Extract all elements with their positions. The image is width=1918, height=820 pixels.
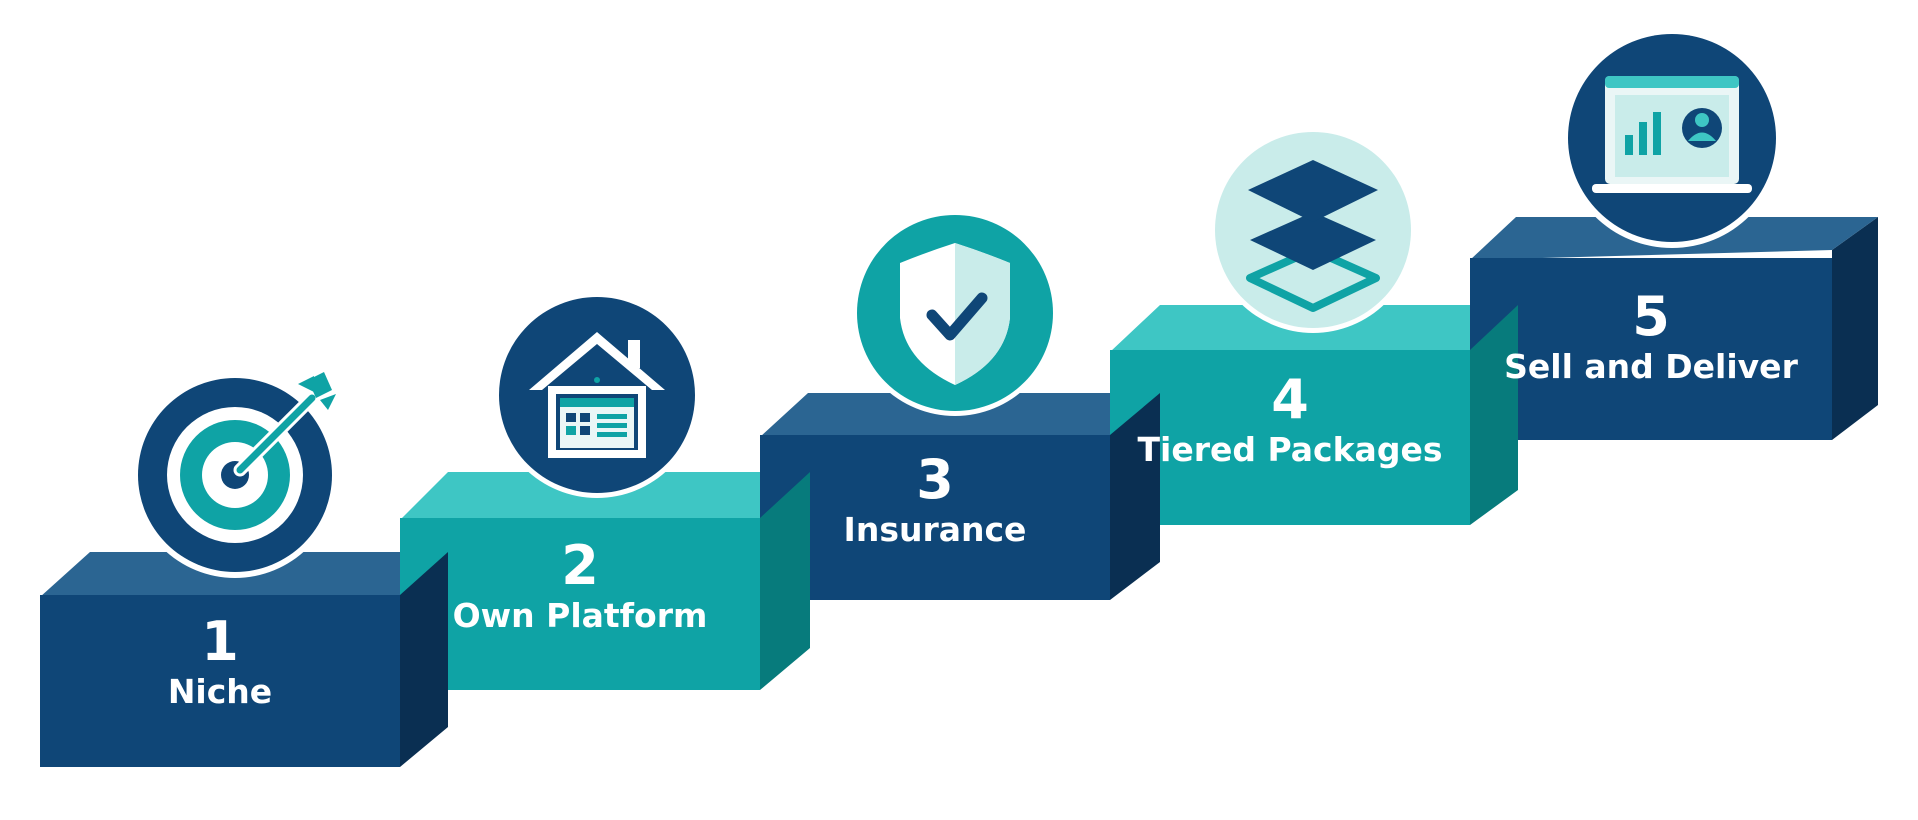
step-3-block: [760, 393, 1160, 600]
step-4-label: Tiered Packages: [1137, 430, 1443, 469]
step-2-label: Own Platform: [452, 596, 708, 635]
shield-check-icon: [852, 210, 1058, 416]
laptop-analytics-icon: [1562, 28, 1782, 248]
step-1-side: [400, 552, 448, 767]
step-2-caption: 2 Own Platform: [400, 536, 760, 636]
step-2-side: [760, 472, 810, 690]
step-3-caption: 3 Insurance: [760, 450, 1110, 550]
step-1-label: Niche: [167, 672, 273, 711]
step-2-front: [400, 518, 760, 690]
step-1-caption: 1 Niche: [40, 612, 400, 712]
step-3-label: Insurance: [843, 510, 1027, 549]
step-1-number: 1: [201, 610, 239, 673]
layers-icon: [1210, 127, 1416, 333]
step-5-front: [1470, 258, 1832, 440]
step-1-block: [40, 552, 448, 767]
step-3-top: [760, 393, 1110, 437]
step-1-front: [40, 595, 400, 767]
step-5-caption: 5 Sell and Deliver: [1470, 287, 1832, 387]
step-5-side: [1832, 217, 1878, 440]
step-4-front: [1110, 350, 1470, 525]
step-2-block: [400, 472, 810, 690]
step-3-side: [1110, 393, 1160, 600]
step-5-label: Sell and Deliver: [1504, 347, 1798, 386]
step-4-block: [1110, 305, 1518, 525]
step-2-number: 2: [561, 534, 599, 597]
step-3-number: 3: [916, 448, 954, 511]
house-platform-icon: [494, 292, 700, 498]
step-4-caption: 4 Tiered Packages: [1110, 370, 1470, 470]
step-5-block: [1470, 217, 1878, 440]
step-4-number: 4: [1271, 368, 1309, 431]
step-4-side: [1470, 305, 1518, 525]
step-5-number: 5: [1632, 285, 1670, 348]
target-icon: [132, 372, 338, 578]
step-3-front: [760, 435, 1110, 600]
